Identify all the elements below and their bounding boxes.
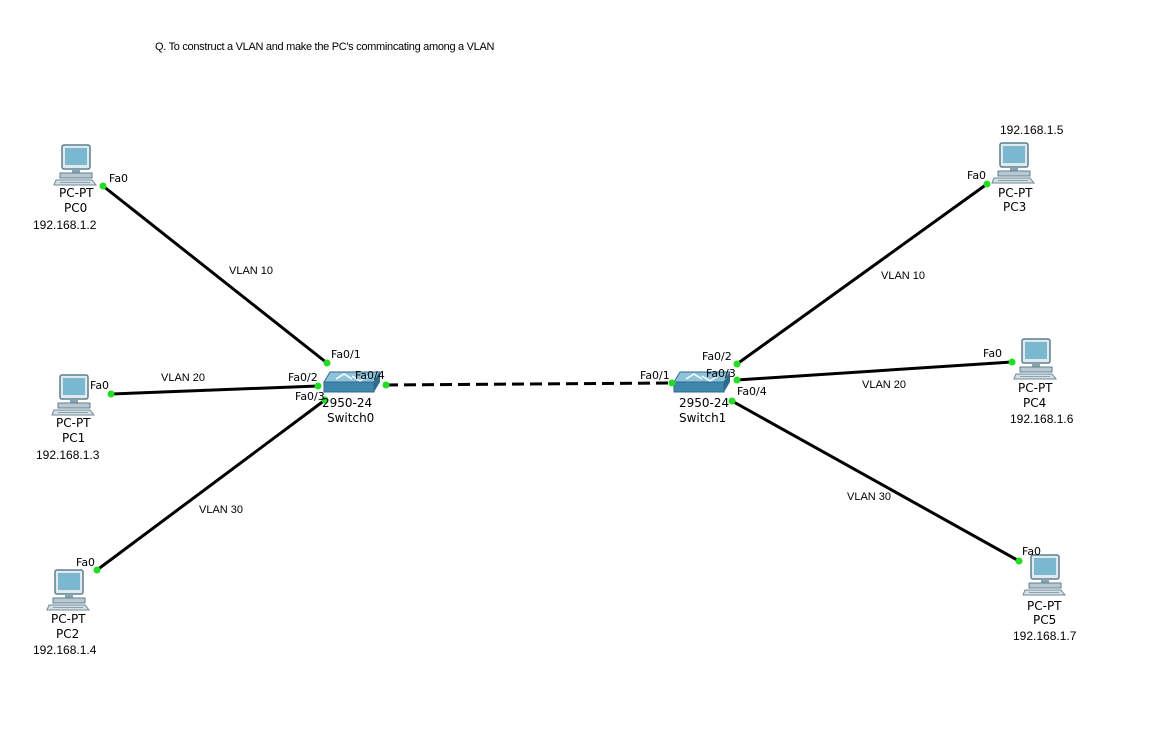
pc0-port-label: Fa0 [109,172,129,185]
pc3-type-label: PC-PT [998,186,1033,200]
pc1-ip-label: 192.168.1.3 [36,448,100,462]
link-sw1-pc5[interactable] [731,399,1020,563]
pc3-name-label: PC3 [1003,200,1027,214]
port-status-dot [323,359,331,367]
pc1-pc-icon[interactable] [51,374,95,416]
pc2-pc-icon[interactable] [46,569,90,611]
link-sw1-pc4[interactable] [736,360,1013,382]
switch0-port-fa0-1-label: Fa0/1 [331,348,361,361]
link-pc2-sw0[interactable] [96,398,326,572]
switch0-name-label: Switch0 [327,411,375,425]
link-pc4-vlan-label: VLAN 20 [862,379,907,391]
pc1-port-label: Fa0 [90,379,110,392]
pc4-pc-icon[interactable] [1013,338,1057,380]
link-sw0-sw1[interactable] [385,381,673,387]
pc1-name-label: PC1 [62,431,86,445]
port-status-dot [733,360,741,368]
switch1-port-fa0-3-label: Fa0/3 [706,367,736,380]
link-pc5-vlan-label: VLAN 30 [847,491,892,503]
link-pc1-sw0[interactable] [110,384,319,396]
pc4-port-label: Fa0 [983,347,1003,360]
pc4-type-label: PC-PT [1018,381,1053,395]
link-sw1-pc3[interactable] [736,182,988,366]
port-status-dot [314,382,322,390]
switch0-port-fa0-4-label: Fa0/4 [355,369,385,382]
link-pc2-vlan-label: VLAN 30 [199,504,244,516]
switch1-port-fa0-2-label: Fa0/2 [702,350,732,363]
port-status-dot [983,180,991,188]
pc0-pc-icon[interactable] [53,144,97,186]
pc2-ip-label: 192.168.1.4 [33,643,97,657]
pc4-name-label: PC4 [1023,396,1047,410]
pc2-type-label: PC-PT [51,612,86,626]
switch1-model-label: 2950-24 [679,396,730,410]
port-status-dot [728,397,736,405]
link-pc1-vlan-label: VLAN 20 [161,372,206,384]
diagram-title: Q. To construct a VLAN and make the PC's… [155,41,495,53]
pc5-pc-icon[interactable] [1022,554,1066,596]
link-pc0-vlan-label: VLAN 10 [229,265,274,277]
pc3-pc-icon[interactable] [991,142,1035,184]
pc5-type-label: PC-PT [1027,599,1062,613]
port-status-dot [99,182,107,190]
port-status-dot [1008,358,1016,366]
pc0-ip-label: 192.168.1.2 [33,218,97,232]
pc2-name-label: PC2 [56,627,80,641]
switch0-model-label: 2950-24 [322,396,373,410]
pc0-type-label: PC-PT [59,186,94,200]
port-status-dot [382,381,390,389]
switch0-port-fa0-2-label: Fa0/2 [288,371,318,384]
pc3-port-label: Fa0 [967,169,987,182]
pc5-ip-label: 192.168.1.7 [1013,629,1077,643]
pc5-name-label: PC5 [1033,613,1057,627]
port-status-dot [1015,557,1023,565]
switch1-port-fa0-4-label: Fa0/4 [737,385,767,398]
switch0-port-fa0-3-label: Fa0/3 [295,390,325,403]
link-pc3-vlan-label: VLAN 10 [881,270,926,282]
pc4-ip-label: 192.168.1.6 [1010,412,1074,426]
switch1-name-label: Switch1 [679,411,727,425]
pc3-ip-label: 192.168.1.5 [1000,123,1064,137]
port-status-dot [668,379,676,387]
pc2-port-label: Fa0 [76,556,96,569]
pc0-name-label: PC0 [64,201,88,215]
switch1-port-fa0-1-label: Fa0/1 [640,369,670,382]
pc5-port-label: Fa0 [1022,545,1042,558]
port-status-dot [93,566,101,574]
port-status-dot [321,396,329,404]
link-pc0-sw0[interactable] [102,184,328,365]
pc1-type-label: PC-PT [56,416,91,430]
port-status-dot [733,376,741,384]
port-status-dot [107,390,115,398]
